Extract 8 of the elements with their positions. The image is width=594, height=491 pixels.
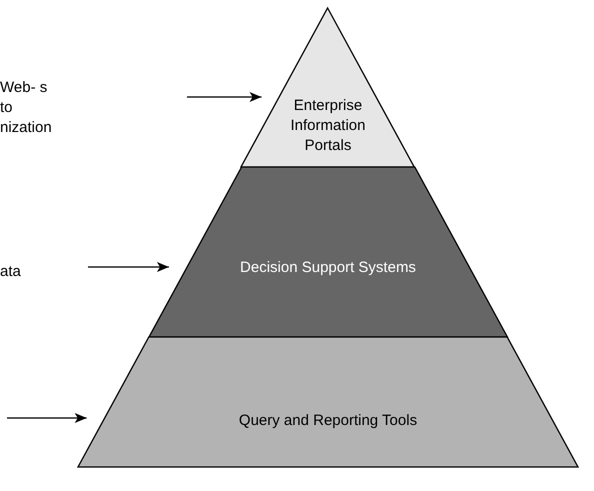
layer-label: Query and Reporting Tools — [238, 411, 418, 431]
arrow — [88, 262, 169, 272]
layer-label: Enterprise Information Portals — [289, 96, 366, 156]
side-note: Web- s to nization — [0, 78, 53, 138]
arrow — [7, 413, 87, 423]
side-note: ata — [0, 262, 22, 282]
arrow — [187, 92, 262, 102]
layer-label: Decision Support Systems — [239, 258, 417, 278]
